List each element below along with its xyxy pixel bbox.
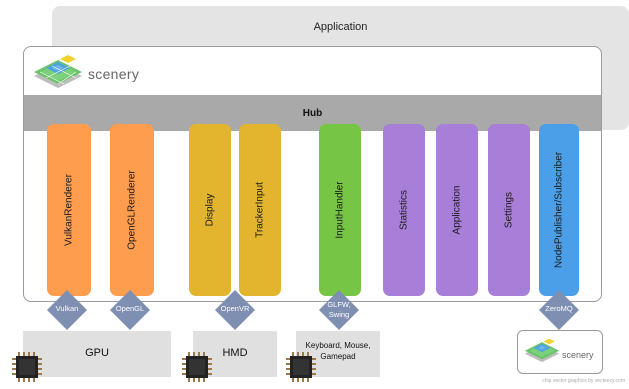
image-credit: chip vector graphics by vecteezy.com [542,378,625,384]
connector-label-line2: Swing [328,310,350,319]
connector-opengl: OpenGL [110,290,150,330]
connector-glfw-swing: GLFW, Swing [319,290,359,330]
module-settings: Settings [488,124,530,296]
hub-label: Hub [302,108,323,119]
application-label: Application [313,21,368,33]
module-label: OpenGLRenderer [126,170,138,250]
connector-label: OpenVR [201,304,269,314]
connector-diamond-shape [319,290,359,330]
module-label: Display [204,193,216,227]
hardware-hmd-label: HMD [222,347,248,359]
hardware-gpu-box: GPU [23,331,171,377]
module-display: Display [189,124,231,296]
scenery-name: scenery [88,66,140,82]
module-label: Settings [503,191,515,229]
connector-openvr: OpenVR [215,290,255,330]
connector-vulkan: Vulkan [47,290,87,330]
connector-label-line1: Vulkan [55,304,79,313]
hardware-gpu-label: GPU [85,347,109,359]
connector-label: OpenGL [96,304,164,314]
connector-label-line1: OpenVR [220,304,250,313]
connector-diamond-shape [110,290,150,330]
module-input-handler: InputHandler [319,124,361,296]
module-opengl-renderer: OpenGLRenderer [110,124,154,296]
module-label: VulkanRenderer [63,174,75,246]
connector-diamond-shape [47,290,87,330]
module-statistics: Statistics [383,124,425,296]
scenery-logo-icon [34,55,82,88]
connector-diamond-shape [539,290,579,330]
module-application: Application [436,124,478,296]
scenery-logo-icon [524,338,560,363]
chip-icon [286,352,316,382]
chip-icon [12,352,42,382]
remote-scenery-name: scenery [562,350,594,360]
module-label: TrackerInput [254,182,266,238]
module-tracker-input: TrackerInput [239,124,281,296]
connector-zeromq: ZeroMQ [539,290,579,330]
connector-label-line1: ZeroMQ [545,304,573,313]
hardware-input-devices-label-line2: Gamepad [320,352,356,361]
module-vulkan-renderer: VulkanRenderer [47,124,91,296]
connector-label: Vulkan [33,304,101,314]
module-label: NodePublisher/Subscriber [553,151,565,269]
connector-label-line1: OpenGL [115,304,145,313]
hardware-input-devices-label-line1: Keyboard, Mouse, [305,341,371,350]
module-node-publisher-subscriber: NodePublisher/Subscriber [539,124,579,296]
chip-icon [182,352,212,382]
module-label: Application [451,185,463,235]
connector-label: ZeroMQ [525,304,593,314]
module-label: InputHandler [334,181,346,239]
connector-diamond-shape [215,290,255,330]
module-label: Statistics [398,189,410,231]
connector-label-line1: GLFW, [327,300,351,309]
connector-label: GLFW, Swing [305,300,373,320]
